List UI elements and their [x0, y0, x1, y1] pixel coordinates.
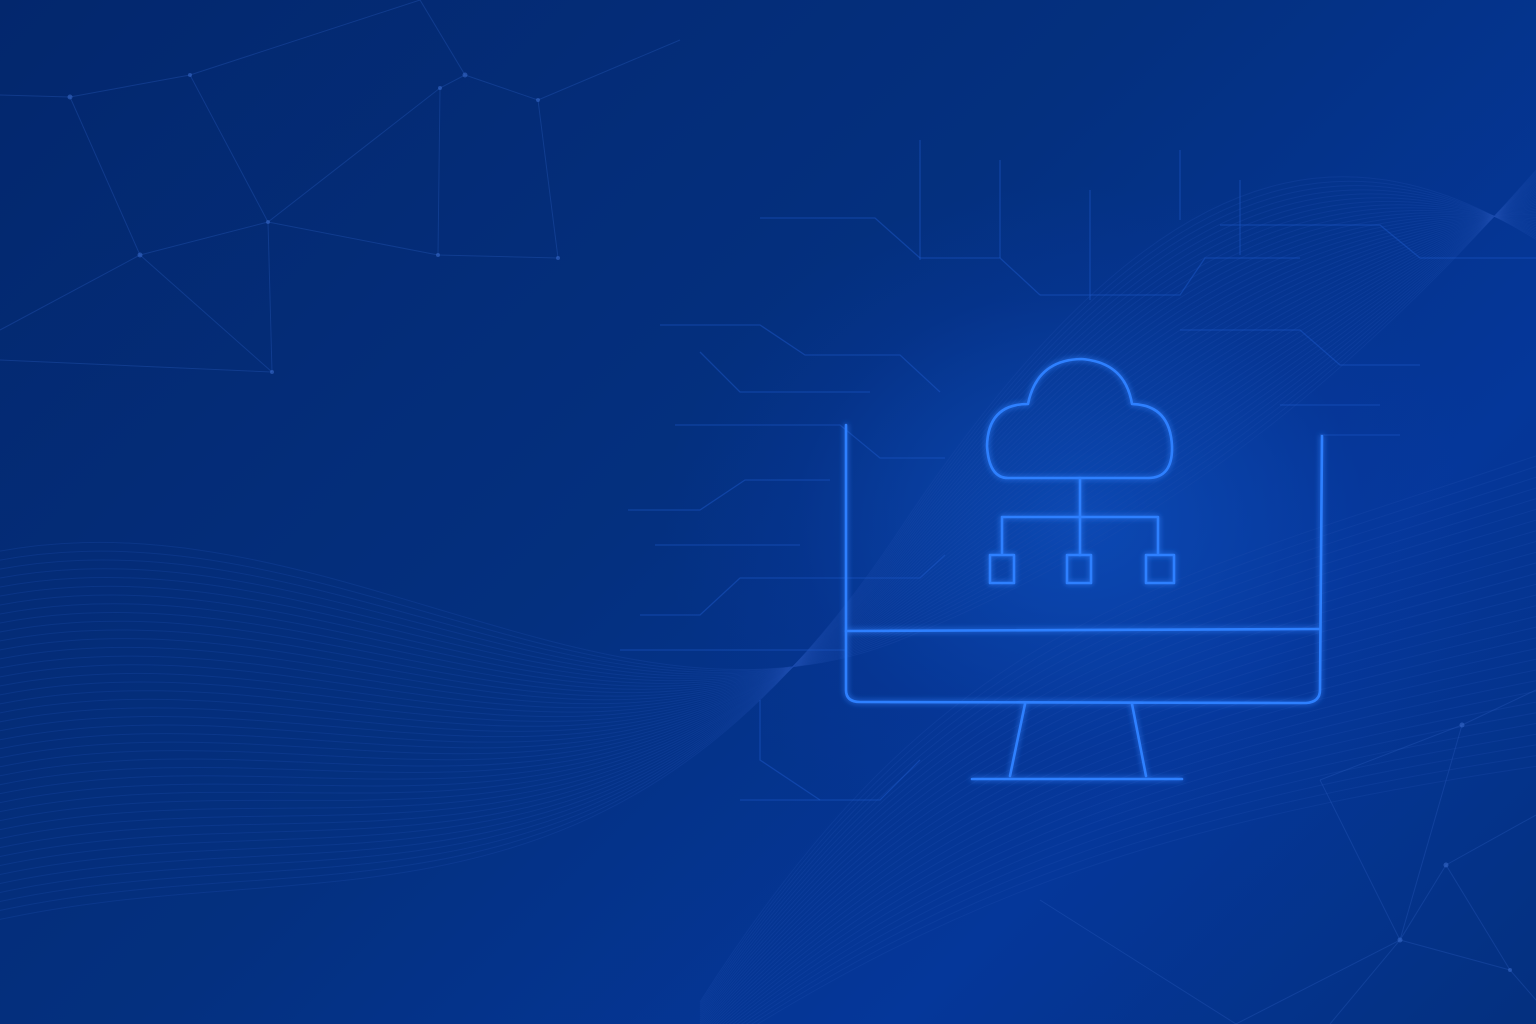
wave-line [0, 215, 1536, 795]
wave-line [711, 637, 1536, 1024]
wave-line [0, 178, 1536, 679]
wave-line [0, 176, 1536, 677]
wave-line [0, 169, 1536, 671]
wave-line [0, 189, 1536, 894]
wave-line [0, 186, 1536, 694]
wave-line [699, 466, 1536, 1005]
wave-line [699, 519, 1536, 1015]
wave-line [0, 204, 1536, 858]
wave-line [0, 188, 1536, 697]
wave-line [732, 712, 1536, 1024]
wave-line [0, 189, 1536, 701]
wave-line [0, 181, 1536, 684]
wave-line [0, 197, 1536, 876]
node-icon [1144, 553, 1176, 585]
wave-line [699, 541, 1536, 1019]
wave-line [0, 210, 1536, 768]
wave-line [0, 184, 1536, 690]
wave-line [718, 669, 1536, 1024]
wave-line [0, 179, 1536, 682]
wave-line [0, 185, 1536, 903]
wave-line [0, 183, 1536, 687]
wave-line [699, 498, 1536, 1011]
wave-line [0, 193, 1536, 885]
wave-line [750, 755, 1536, 1024]
wave-line [706, 615, 1536, 1024]
wave-line [704, 605, 1536, 1024]
wave-line [756, 765, 1536, 1024]
wave-line [702, 594, 1536, 1024]
wave-line [0, 195, 1536, 713]
wave-line [0, 212, 1536, 831]
monitor-divider [844, 627, 1322, 633]
wave-line [0, 205, 1536, 743]
wave-line [699, 573, 1536, 1024]
wave-line [0, 198, 1536, 722]
wave-line [0, 208, 1536, 759]
wave-line [745, 744, 1536, 1024]
wave-line [0, 174, 1536, 675]
wave-line [0, 215, 1536, 813]
wave-line [0, 201, 1536, 732]
wave-line [725, 690, 1536, 1024]
node-icon [988, 553, 1016, 585]
wave-line [0, 200, 1536, 867]
wave-line [0, 210, 1536, 840]
wave-line [699, 530, 1536, 1017]
wave-line [0, 214, 1536, 822]
monitor-frame [844, 423, 1324, 705]
wave-line [0, 196, 1536, 718]
wave-line [699, 476, 1536, 1007]
wave-line [708, 626, 1536, 1024]
wave-line [699, 562, 1536, 1023]
wave-line [0, 171, 1536, 672]
node-icon [1065, 553, 1093, 585]
wave-line [0, 211, 1536, 777]
wave-line [736, 723, 1536, 1024]
wave-line [0, 200, 1536, 727]
wave-line [0, 206, 1536, 750]
wave-line [0, 207, 1536, 849]
wave-line [0, 203, 1536, 738]
wave-line [721, 680, 1536, 1024]
wave-line [699, 508, 1536, 1013]
wave-line [740, 733, 1536, 1024]
wave-line [0, 180, 1536, 912]
wave-line [728, 701, 1536, 1024]
wave-line [0, 173, 1536, 673]
wave-line [716, 658, 1536, 1024]
wave-line [0, 215, 1536, 804]
wave-line [0, 213, 1536, 786]
wave-line [699, 551, 1536, 1021]
wave-line [713, 648, 1536, 1024]
wave-line [699, 487, 1536, 1009]
wave-line [701, 583, 1536, 1024]
wave-line [0, 176, 1536, 921]
monitor-stand [1008, 702, 1148, 778]
cloud-icon [985, 357, 1174, 480]
